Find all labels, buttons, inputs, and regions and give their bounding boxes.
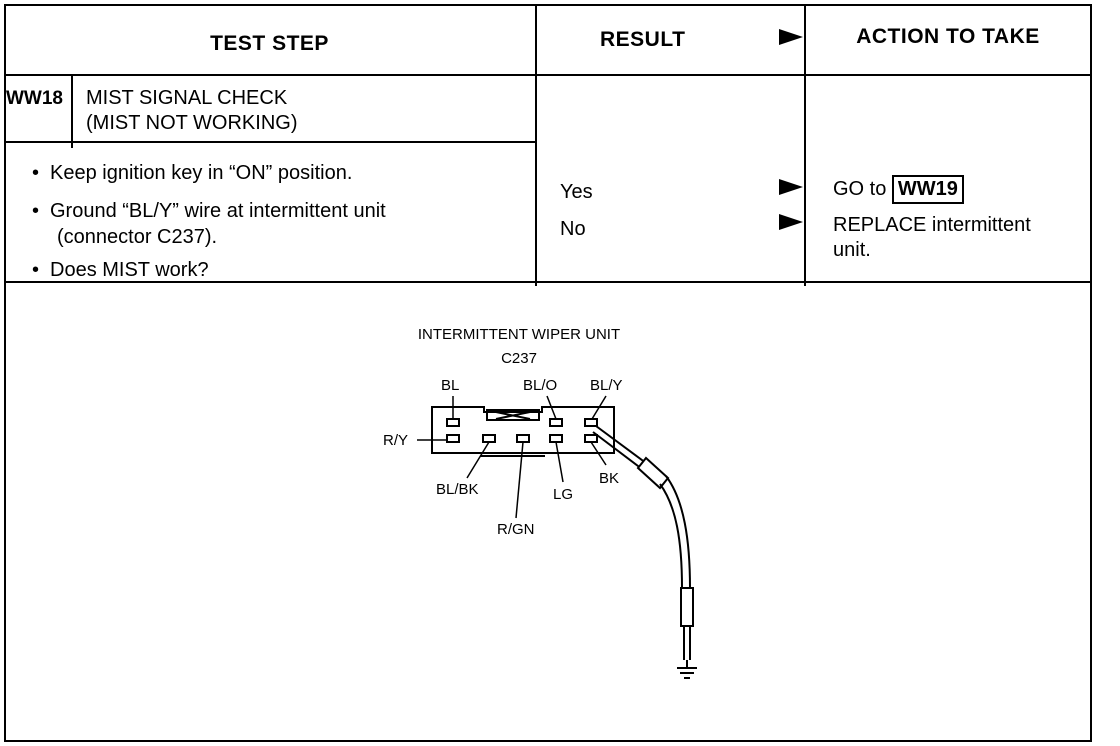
col-divider-1 (535, 4, 537, 286)
pin-label-blo: BL/O (523, 377, 557, 394)
action-yes-prefix: GO to (833, 178, 887, 200)
bullet-text-1: Keep ignition key in “ON” position. (50, 162, 353, 184)
diagram-connector-id: C237 (501, 350, 537, 367)
step-id: WW18 (6, 88, 63, 109)
outer-border-top (4, 4, 1092, 6)
action-yes-ref: WW19 (891, 175, 964, 204)
step-id-divider (71, 74, 73, 148)
bullet-item-2: • Ground “BL/Y” wire at intermittent unit (32, 199, 386, 224)
connector-pins (446, 418, 598, 443)
pin-ry (446, 434, 460, 443)
header-arrow-icon (779, 29, 803, 45)
pin-label-bl: BL (441, 377, 459, 394)
bullet-dot-icon: • (32, 200, 40, 222)
bullet-item-2-cont: (connector C237). (57, 226, 218, 248)
pin-rgn (516, 434, 530, 443)
result-no-arrow-icon (779, 214, 803, 230)
bullet-item-1: • Keep ignition key in “ON” position. (32, 161, 352, 186)
outer-border-bottom (4, 740, 1092, 742)
bullet-dot-icon: • (32, 162, 40, 184)
pin-label-blbk: BL/BK (436, 481, 479, 498)
header-action: ACTION TO TAKE (856, 25, 1040, 48)
pin-label-lg: LG (553, 486, 573, 503)
pin-bl (446, 418, 460, 427)
pin-label-rgn: R/GN (497, 521, 535, 538)
table-bottom-divider (4, 281, 1092, 283)
header-test-step: TEST STEP (210, 32, 329, 55)
action-no-line1: REPLACE intermittent (833, 214, 1031, 236)
step-title-divider (4, 141, 535, 143)
bullet-text-3: Does MIST work? (50, 259, 209, 281)
pin-blbk (482, 434, 496, 443)
pin-leaders (417, 395, 607, 519)
connector-body (431, 406, 615, 457)
bullet-text-2: Ground “BL/Y” wire at intermittent unit (50, 200, 386, 222)
outer-border-left (4, 4, 6, 742)
step-title-line1: MIST SIGNAL CHECK (86, 87, 288, 109)
header-divider (4, 74, 1092, 76)
outer-border-right (1090, 4, 1092, 742)
bullet-dot-icon: • (32, 259, 40, 281)
pin-blo (549, 418, 563, 427)
result-yes: Yes (560, 181, 593, 203)
pin-label-bly: BL/Y (590, 377, 623, 394)
pin-label-ry: R/Y (383, 432, 408, 449)
result-no: No (560, 218, 586, 240)
pin-label-bk: BK (599, 470, 619, 487)
bullet-item-3: • Does MIST work? (32, 258, 209, 283)
header-result: RESULT (600, 28, 686, 51)
action-yes: GO to WW19 (833, 175, 964, 204)
pin-bly (584, 418, 598, 427)
pin-bk (584, 434, 598, 443)
pin-lg (549, 434, 563, 443)
col-divider-2 (804, 4, 806, 286)
step-title-line2: (MIST NOT WORKING) (86, 112, 298, 134)
diagram-title: INTERMITTENT WIPER UNIT (418, 326, 620, 343)
action-no-line2: unit. (833, 239, 871, 261)
result-yes-arrow-icon (779, 179, 803, 195)
probe-ground-lead-icon (592, 425, 697, 679)
